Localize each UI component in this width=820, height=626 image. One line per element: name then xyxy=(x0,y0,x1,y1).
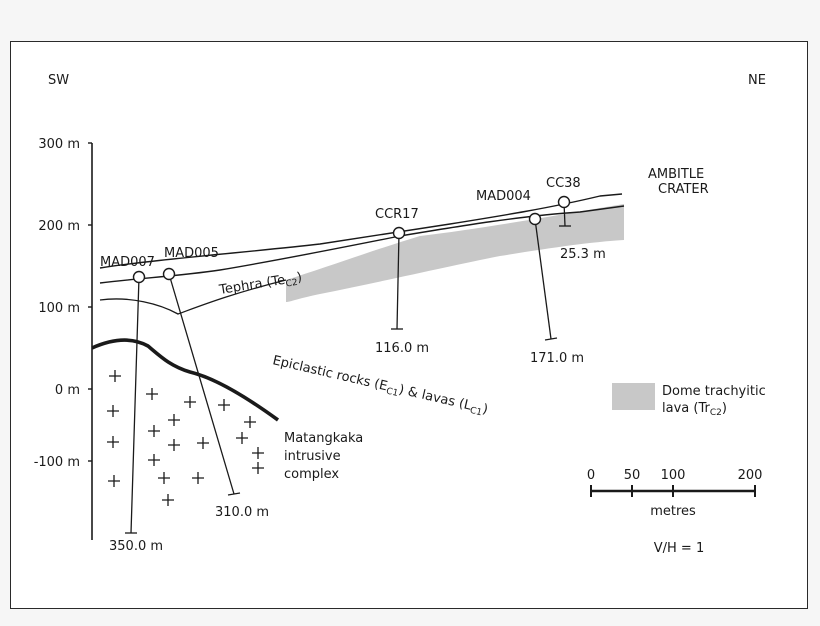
depth-label-ccr17: 116.0 m xyxy=(375,341,429,356)
well-label-mad007: MAD007 xyxy=(100,255,155,270)
elevation-axis: 300 m 200 m 100 m 0 m -100 m xyxy=(34,137,93,540)
well-mad005: MAD005 310.0 m xyxy=(162,246,269,520)
axis-tick-label: -100 m xyxy=(34,455,80,470)
scale-tick-label: 100 xyxy=(661,468,686,483)
direction-sw: SW xyxy=(48,73,69,88)
intrusive-contact-line xyxy=(91,338,280,422)
axis-tick-label: 100 m xyxy=(38,301,80,316)
axis-tick-label: 200 m xyxy=(38,219,80,234)
lava-upper-contact-line xyxy=(99,279,287,315)
legend-swatch xyxy=(612,383,655,410)
ambitle-crater-label-line2: CRATER xyxy=(658,182,709,197)
well-label-cc38: CC38 xyxy=(546,176,581,191)
axis-tick-label: 300 m xyxy=(38,137,80,152)
dome-lava-body xyxy=(286,204,624,302)
scale-tick-label: 0 xyxy=(587,468,595,483)
depth-label-mad004: 171.0 m xyxy=(530,351,584,366)
scale-bar: 0 50 100 200 metres V/H = 1 xyxy=(587,468,763,556)
well-ccr17: CCR17 116.0 m xyxy=(375,207,429,356)
intrusive-label-line2: intrusive xyxy=(284,449,341,464)
legend-label-line2: lava (TrC2) xyxy=(662,401,727,418)
depth-label-cc38: 25.3 m xyxy=(560,247,606,262)
ambitle-crater-label-line1: AMBITLE xyxy=(648,167,704,182)
epiclastic-label: Epiclastic rocks (EC1) & lavas (LC1) xyxy=(271,353,490,419)
intrusive-label-line3: complex xyxy=(284,467,339,482)
scale-unit-label: metres xyxy=(650,504,696,519)
well-label-ccr17: CCR17 xyxy=(375,207,419,222)
well-label-mad005: MAD005 xyxy=(164,246,219,261)
cross-section-frame xyxy=(10,41,808,609)
depth-label-mad007: 350.0 m xyxy=(109,539,163,554)
intrusive-label-line1: Matangkaka xyxy=(284,431,363,446)
well-mad004: MAD004 171.0 m xyxy=(476,189,584,366)
scale-tick-label: 200 xyxy=(738,468,763,483)
direction-ne: NE xyxy=(748,73,766,88)
scale-tick-label: 50 xyxy=(624,468,641,483)
legend-label-line1: Dome trachyitic xyxy=(662,384,766,399)
depth-label-mad005: 310.0 m xyxy=(215,505,269,520)
intrusive-pattern xyxy=(107,370,264,506)
vertical-exaggeration-label: V/H = 1 xyxy=(654,541,704,556)
ground-surface-line xyxy=(99,193,623,269)
legend: Dome trachyitic lava (TrC2) xyxy=(612,383,766,418)
well-mad007: MAD007 350.0 m xyxy=(100,255,163,554)
axis-tick-label: 0 m xyxy=(55,383,80,398)
well-cc38: CC38 25.3 m xyxy=(546,176,606,262)
well-label-mad004: MAD004 xyxy=(476,189,531,204)
